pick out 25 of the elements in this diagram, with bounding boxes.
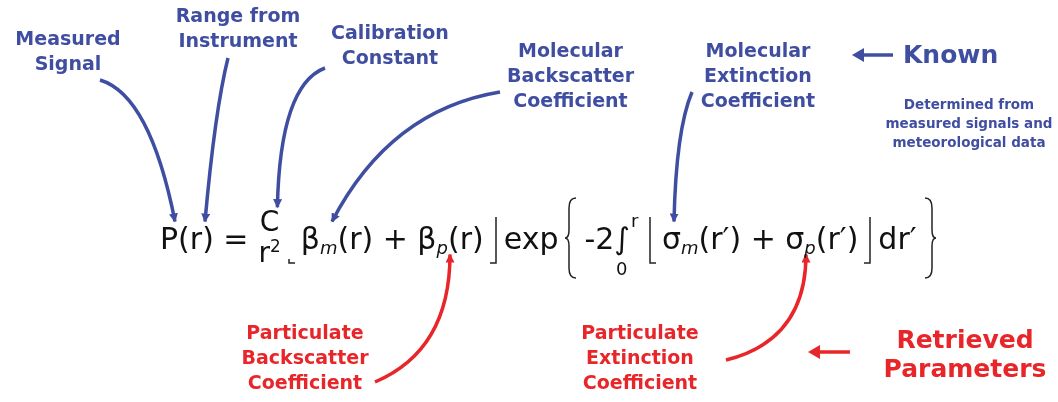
callout-text: Particulate Extinction Coefficient xyxy=(560,320,720,395)
callout-text: Molecular Backscatter Coefficient xyxy=(488,38,653,113)
arrow xyxy=(99,78,178,223)
callout-text: Measured Signal xyxy=(8,26,128,76)
callout-text: Calibration Constant xyxy=(320,20,460,70)
callout-text: Particulate Backscatter Coefficient xyxy=(225,320,385,395)
equation-term: P(r) = xyxy=(160,221,249,255)
equation-term: r$^{2}$ xyxy=(258,238,281,269)
arrow xyxy=(330,90,501,223)
equation-term: -2∫ xyxy=(584,221,630,255)
integral-limit: r xyxy=(631,211,639,230)
arrow xyxy=(669,91,694,223)
integral-limit: 0 xyxy=(616,259,628,278)
legend-heading: Known xyxy=(903,40,999,69)
legend-heading: Retrieved Parameters xyxy=(882,325,1048,383)
arrow xyxy=(374,253,455,384)
equation-term: exp xyxy=(503,221,559,255)
equation-term: dr′ xyxy=(878,221,917,255)
note-text: Determined from measured signals and meteorological data xyxy=(884,95,1054,152)
arrow xyxy=(201,57,230,223)
arrow xyxy=(725,253,811,362)
equation-term: C xyxy=(259,207,280,238)
callout-text: Molecular Extinction Coefficient xyxy=(678,38,838,113)
callout-text: Range from Instrument xyxy=(158,3,318,53)
arrow xyxy=(273,66,326,209)
